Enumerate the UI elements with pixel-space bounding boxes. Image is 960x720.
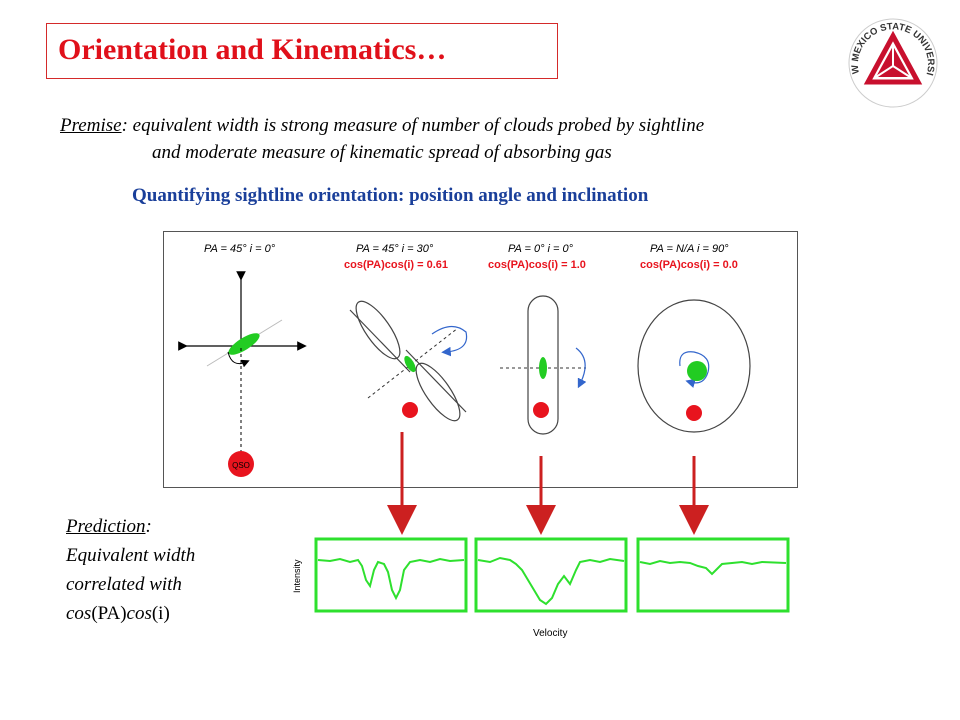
spectra-ylabel: Intensity <box>292 559 302 593</box>
spectra-xlabel: Velocity <box>533 628 567 639</box>
panel-2-formula: cos(PA)cos(i) = 0.61 <box>344 259 448 271</box>
premise-label: Premise <box>60 115 122 136</box>
slide-title: Orientation and Kinematics… <box>58 33 447 66</box>
galaxy-disk-1 <box>228 333 260 355</box>
subtitle: Quantifying sightline orientation: posit… <box>132 185 649 206</box>
prediction-pa: (PA) <box>91 603 127 624</box>
prediction-colon: : <box>145 516 152 537</box>
nmsu-logo: NEW MEXICO STATE UNIVERSITY <box>846 16 938 108</box>
panel-3-label: PA = 0° i = 0° <box>508 243 574 255</box>
premise-text-1: : equivalent width is strong measure of … <box>121 115 705 136</box>
logo-triangle-icon <box>863 30 923 85</box>
spectrum-3 <box>639 559 787 576</box>
panel-4-formula: cos(PA)cos(i) = 0.0 <box>640 259 738 271</box>
spectra: Intensity Velocity <box>292 537 790 639</box>
prediction-cos-2: cos <box>126 603 152 624</box>
prediction-label: Prediction <box>66 516 146 537</box>
prediction-block: Prediction: Equivalent width correlated … <box>66 512 195 628</box>
prediction-title: Prediction: <box>66 512 195 541</box>
prediction-line-2: correlated with <box>66 574 182 595</box>
prediction-i: (i) <box>151 603 170 624</box>
premise-line-1: Premise: equivalent width is strong meas… <box>60 115 704 137</box>
qso-label: QSO <box>232 461 250 470</box>
panel-4-geometry <box>637 299 751 433</box>
title-box <box>46 23 558 79</box>
orientation-diagram-panel <box>163 231 798 488</box>
panel-1-geometry: QSO <box>178 271 307 477</box>
prediction-formula: cos(PA)cos(i) <box>66 599 195 628</box>
qso-1 <box>228 451 254 477</box>
panel-3-geometry <box>500 295 587 435</box>
panel-4-label: PA = N/A i = 90° <box>650 243 729 255</box>
prediction-line-1: Equivalent width <box>66 545 196 566</box>
prediction-cos-1: cos <box>66 603 92 624</box>
spectrum-2 <box>477 556 625 606</box>
panel-1-label: PA = 45° i = 0° <box>204 243 276 255</box>
premise-line-2: and moderate measure of kinematic spread… <box>152 142 612 163</box>
spectrum-1 <box>317 557 465 601</box>
panel-3-formula: cos(PA)cos(i) = 1.0 <box>488 259 586 271</box>
panel-2-geometry <box>349 300 468 422</box>
panel-2-label: PA = 45° i = 30° <box>356 243 434 255</box>
